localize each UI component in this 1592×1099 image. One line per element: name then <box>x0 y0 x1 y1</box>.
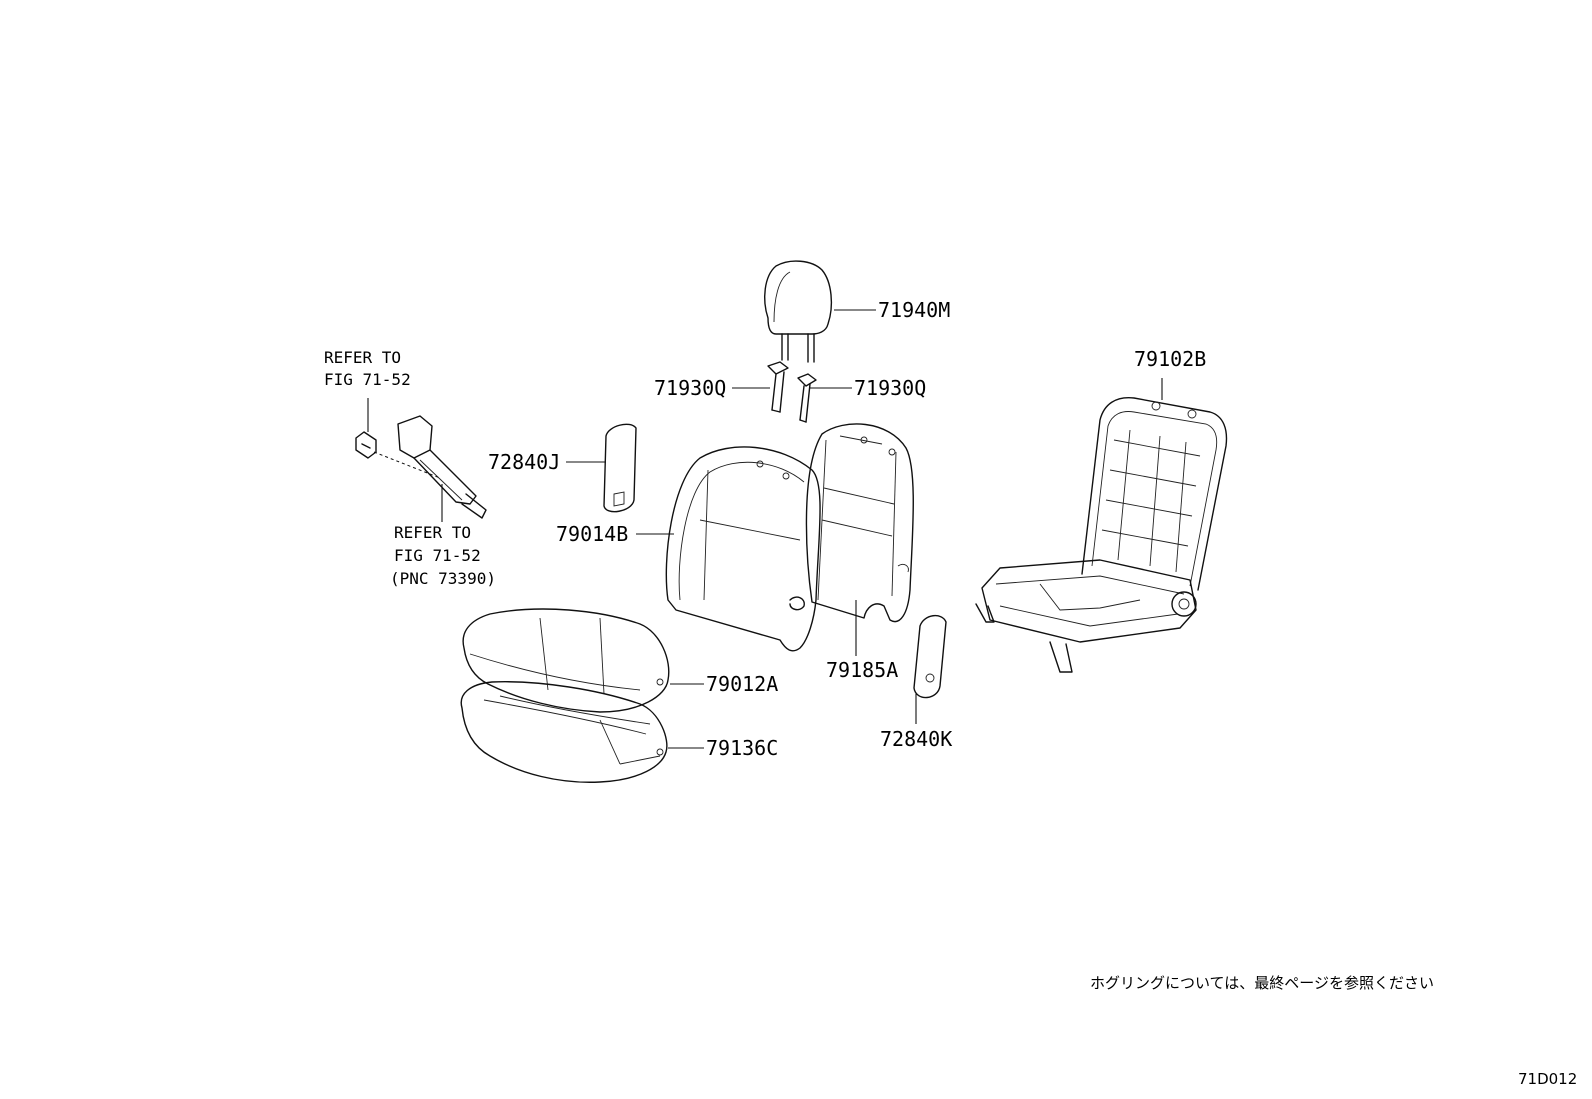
label-71940M: 71940M <box>878 298 950 322</box>
headrest-support-left-drawing <box>767 361 789 413</box>
refer-to-2-line1: REFER TO <box>394 523 471 542</box>
refer-to-1-line2: FIG 71-52 <box>324 370 411 389</box>
seat-frame-drawing <box>975 397 1228 673</box>
side-cover-72840K-drawing <box>913 615 947 699</box>
figure-code: 71D012 <box>1518 1070 1577 1088</box>
label-79185A: 79185A <box>826 658 898 682</box>
refer-to-2-line2: FIG 71-52 <box>394 546 481 565</box>
seat-belt-buckle-drawing <box>355 415 487 519</box>
headrest-support-right-drawing <box>797 373 817 423</box>
refer-to-1-line1: REFER TO <box>324 348 401 367</box>
label-79014B: 79014B <box>556 522 628 546</box>
label-79136C: 79136C <box>706 736 778 760</box>
label-79012A: 79012A <box>706 672 778 696</box>
seatback-pad-drawing <box>805 423 914 623</box>
seat-cushion-pad-drawing <box>460 681 668 783</box>
label-71930Q-right: 71930Q <box>854 376 926 400</box>
refer-to-2-line3: (PNC 73390) <box>390 569 496 588</box>
label-71930Q-left: 71930Q <box>654 376 726 400</box>
label-72840J: 72840J <box>488 450 560 474</box>
hog-ring-note: ホグリングについては、最終ページを参照ください <box>1090 974 1434 992</box>
headrest-drawing <box>764 260 833 363</box>
leader-lines <box>367 309 1163 749</box>
label-79102B: 79102B <box>1134 347 1206 371</box>
side-cover-72840J-drawing <box>603 423 637 513</box>
seat-cushion-cover-drawing <box>462 608 670 713</box>
seatback-cover-drawing <box>665 446 821 652</box>
label-72840K: 72840K <box>880 727 952 751</box>
